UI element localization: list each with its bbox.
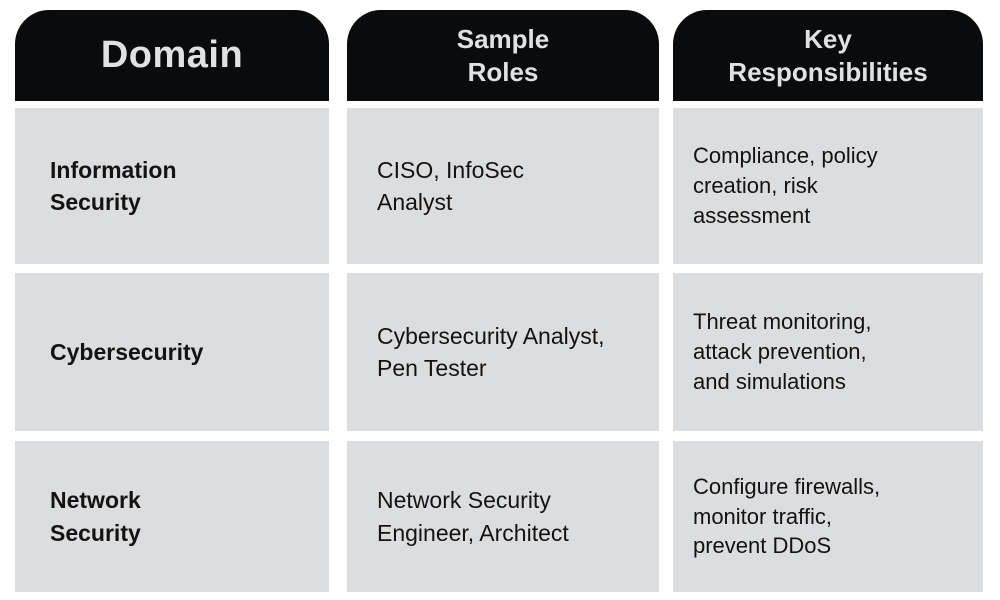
cell-cybersecurity-domain: Cybersecurity: [15, 273, 329, 431]
cell-network-security-domain: Network Security: [15, 441, 329, 592]
cell-information-security-responsibilities: Compliance, policy creation, risk assess…: [673, 108, 983, 264]
cell-network-security-responsibilities: Configure firewalls, monitor traffic, pr…: [673, 441, 983, 592]
cell-cybersecurity-responsibilities: Threat monitoring, attack prevention, an…: [673, 273, 983, 431]
column-header-domain: Domain: [15, 10, 329, 101]
column-header-sample-roles: Sample Roles: [347, 10, 659, 101]
cell-cybersecurity-roles: Cybersecurity Analyst, Pen Tester: [347, 273, 659, 431]
column-header-key-responsibilities: Key Responsibilities: [673, 10, 983, 101]
cell-information-security-domain: Information Security: [15, 108, 329, 264]
cell-network-security-roles: Network Security Engineer, Architect: [347, 441, 659, 592]
cell-information-security-roles: CISO, InfoSec Analyst: [347, 108, 659, 264]
